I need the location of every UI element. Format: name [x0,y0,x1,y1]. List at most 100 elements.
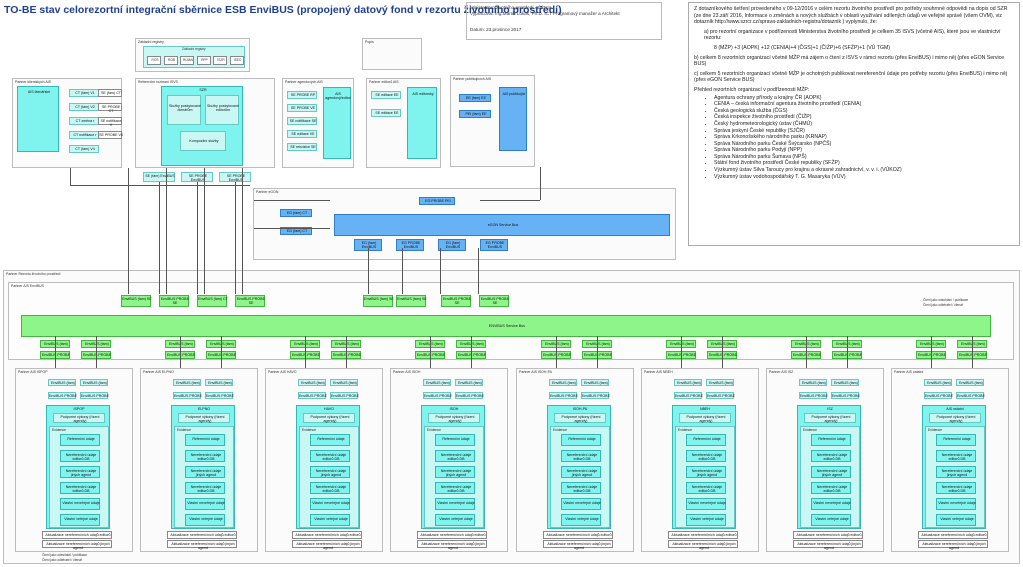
org-probe[interactable]: EnviBUS PROBE [48,392,77,399]
org-update-agendas[interactable]: Aktualizace nereferenčních údajů jiných … [793,540,863,550]
org-core-box[interactable]: Podporné výkony (řízení agendy) [303,413,355,423]
org-probe[interactable]: EnviBUS PROBE [956,392,985,399]
envibus-top-tag[interactable]: EnviBUS (fam) EE [121,295,152,307]
org-evidence-item[interactable]: Vlastní neveřejné údaje [811,498,851,510]
org-evidence-item[interactable]: Nereferenční údaje editorů DB [936,450,976,462]
org-evidence-item[interactable]: Nereferenční údaje jiných agend [811,466,851,478]
org-core-box[interactable]: Podporné výkony (řízení agendy) [929,413,981,423]
org-evidence-item[interactable]: Vlastní veřejné údaje [310,514,350,526]
client-tag[interactable]: CT notifikace r [69,131,99,139]
agenda-probe[interactable]: SE rekvizice SE [287,143,317,151]
org-core-box[interactable]: Podporné výkony (řízení agendy) [804,413,856,423]
org-evidence-item[interactable]: Referenční údaje [435,434,475,446]
org-evidence-item[interactable]: Nereferenční údaje jiných agend [60,466,100,478]
org-tag[interactable]: EnviBUS (fam) [799,379,827,386]
org-evidence-item[interactable]: Nereferenční údaje editorů DB [60,482,100,494]
org-core-box[interactable]: Podporné výkony (řízení agendy) [428,413,480,423]
isvs-probe-left[interactable]: SE notifikace V [98,117,122,127]
org-evidence-item[interactable]: Vlastní neveřejné údaje [310,498,350,510]
org-evidence-item[interactable]: Nereferenční údaje editorů DB [811,450,851,462]
org-update-agendas[interactable]: Aktualizace nereferenčních údajů jiných … [668,540,738,550]
org-probe[interactable]: EnviBUS PROBE [549,392,578,399]
registry-item[interactable]: ISZR [213,56,227,65]
envibus-top-tag[interactable]: EnviBUS (fam) SE [363,295,394,307]
org-probe[interactable]: EnviBUS PROBE [674,392,703,399]
org-evidence-item[interactable]: Vlastní neveřejné údaje [936,498,976,510]
org-tag[interactable]: EnviBUS (fam) [674,379,702,386]
org-tag[interactable]: EnviBUS (fam) [831,379,859,386]
org-evidence-item[interactable]: Nereferenční údaje jiných agend [936,466,976,478]
szr-box[interactable]: SZR Služby poskytované čtenářům Služby p… [161,86,243,166]
agenda-probe[interactable]: SE editace VE [287,130,317,138]
registry-item[interactable]: RÚIAN [180,56,194,65]
org-tag[interactable]: EnviBUS (fam) [173,379,201,386]
org-update-editors[interactable]: Aktualizace nereferenčních údajů editorů [167,531,237,539]
org-evidence-item[interactable]: Vlastní neveřejné údaje [435,498,475,510]
egon-bottom-tag[interactable]: EG PROBE EnviBUS [480,239,508,251]
org-update-editors[interactable]: Aktualizace nereferenčních údajů editorů [42,531,112,539]
editor-ais-box[interactable]: AIS editorský [407,87,437,159]
org-update-editors[interactable]: Aktualizace nereferenčních údajů editorů [292,531,362,539]
org-tag[interactable]: EnviBUS (fam) [80,379,108,386]
org-update-editors[interactable]: Aktualizace nereferenčních údajů editorů [918,531,988,539]
org-evidence-item[interactable]: Vlastní veřejné údaje [185,514,225,526]
registry-item[interactable]: ROB [163,56,178,65]
org-evidence-item[interactable]: Nereferenční údaje editorů DB [435,482,475,494]
org-tag[interactable]: EnviBUS (fam) [581,379,609,386]
org-update-agendas[interactable]: Aktualizace nereferenčních údajů jiných … [167,540,237,550]
org-tag[interactable]: EnviBUS (fam) [924,379,952,386]
org-evidence-item[interactable]: Vlastní neveřejné údaje [561,498,601,510]
org-evidence-item[interactable]: Nereferenční údaje editorů DB [310,450,350,462]
egon-bottom-tag[interactable]: EG PROBE EnviBUS [396,239,424,251]
org-tag[interactable]: EnviBUS (fam) [330,379,358,386]
org-probe[interactable]: EnviBUS PROBE [455,392,484,399]
org-evidence-item[interactable]: Nereferenční údaje editorů DB [561,450,601,462]
org-update-agendas[interactable]: Aktualizace nereferenčních údajů jiných … [543,540,613,550]
egon-bottom-tag[interactable]: EG (fam) EnviBUS [354,239,382,251]
registry-item[interactable]: RPP [196,56,211,65]
client-tag[interactable]: CT (fam) V4 [69,145,99,153]
registry-item[interactable]: ROS [147,56,161,65]
org-evidence-item[interactable]: Nereferenční údaje editorů DB [435,450,475,462]
org-probe[interactable]: EnviBUS PROBE [831,392,860,399]
org-core-box[interactable]: Podporné výkony (řízení agendy) [178,413,230,423]
org-evidence-item[interactable]: Nereferenční údaje jiných agend [561,466,601,478]
org-probe[interactable]: EnviBUS PROBE [298,392,327,399]
agenda-probe[interactable]: SE notifikace SE [287,117,317,125]
org-update-editors[interactable]: Aktualizace nereferenčních údajů editorů [668,531,738,539]
org-evidence-item[interactable]: Referenční údaje [811,434,851,446]
org-tag[interactable]: EnviBUS (fam) [549,379,577,386]
org-evidence-item[interactable]: Referenční údaje [310,434,350,446]
isvs-output-probe[interactable]: SE (fam) EnviBUS [143,172,175,182]
publisher-tag[interactable]: EE (fam) EE [459,94,491,102]
client-tag[interactable]: CT (fam) V1 [69,89,99,97]
org-evidence-item[interactable]: Vlastní veřejné údaje [936,514,976,526]
org-evidence-item[interactable]: Nereferenční údaje editorů DB [561,482,601,494]
org-probe[interactable]: EnviBUS PROBE [330,392,359,399]
envibus-top-tag[interactable]: EnviBUS PROBE SE [479,295,509,307]
org-evidence-item[interactable]: Referenční údaje [185,434,225,446]
org-update-editors[interactable]: Aktualizace nereferenčních údajů editorů [543,531,613,539]
org-update-agendas[interactable]: Aktualizace nereferenčních údajů jiných … [42,540,112,550]
envibus-top-tag[interactable]: EnviBUS PROBE SE [235,295,265,307]
org-evidence-item[interactable]: Referenční údaje [936,434,976,446]
org-evidence-item[interactable]: Nereferenční údaje jiných agend [185,466,225,478]
org-tag[interactable]: EnviBUS (fam) [298,379,326,386]
client-tag[interactable]: CT změna r [69,117,99,125]
org-probe[interactable]: EnviBUS PROBE [173,392,202,399]
org-tag[interactable]: EnviBUS (fam) [706,379,734,386]
isvs-probe-left[interactable]: SE PROBE CT [98,103,122,113]
isvs-editor-services[interactable]: Služby poskytované editorům [205,95,239,125]
egon-top-tag[interactable]: EG PROBE PEI [419,197,455,205]
publisher-ais-box[interactable]: AIS publikující [499,87,527,151]
org-probe[interactable]: EnviBUS PROBE [799,392,828,399]
